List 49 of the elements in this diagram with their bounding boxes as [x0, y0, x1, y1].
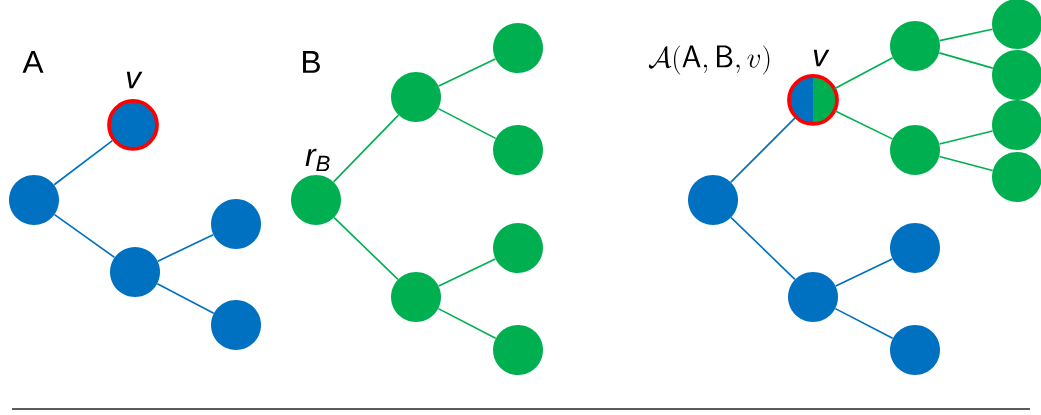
tree-node — [788, 272, 838, 322]
tree-edge — [437, 107, 497, 140]
tree-node — [992, 152, 1041, 202]
tree-node — [992, 100, 1041, 150]
tree-node — [9, 175, 59, 225]
tree-node — [890, 125, 940, 175]
tree-label: A — [22, 51, 44, 73]
tree-node — [211, 300, 261, 350]
tree-edge — [834, 307, 894, 340]
tree-edge — [53, 139, 114, 186]
tree-label: B — [303, 51, 320, 73]
tree-node — [493, 125, 543, 175]
tree-node — [890, 223, 940, 273]
tree-node — [890, 21, 940, 71]
tree-node — [493, 325, 543, 375]
tree-edge — [730, 116, 797, 183]
tree-node — [688, 175, 738, 225]
tree-label: $\mathcal{A}(\mathsf{A},\mathsf{B},v)$ — [648, 45, 770, 75]
tree-node — [992, 50, 1041, 100]
marked-node — [107, 99, 159, 151]
node-label: v — [126, 71, 143, 89]
tree-node — [291, 175, 341, 225]
tree-node — [391, 72, 441, 122]
tree-node — [493, 23, 543, 73]
tree-node — [890, 325, 940, 375]
tree-edge — [938, 52, 994, 69]
tree-edge — [332, 114, 400, 183]
tree-edge — [53, 213, 116, 259]
tree-edge — [938, 130, 994, 145]
tree-edge — [156, 282, 215, 315]
tree-edge — [333, 216, 399, 281]
tree-node — [992, 0, 1041, 49]
node-label: r$_{B}$ — [305, 148, 330, 172]
tree-edge — [938, 155, 994, 172]
node-label: v — [813, 49, 830, 67]
tree-edge — [834, 258, 894, 287]
split-node — [787, 74, 839, 126]
tree-edge — [833, 57, 894, 90]
tree-edge — [437, 258, 497, 287]
tree-edge — [437, 58, 497, 87]
tree-edge — [437, 307, 497, 340]
tree-edge — [157, 234, 215, 262]
tree-node — [211, 199, 261, 249]
tree-node — [110, 247, 160, 297]
tree-edge — [730, 216, 796, 281]
tree-edge — [938, 28, 994, 42]
tree-node — [493, 223, 543, 273]
tree-edge — [833, 109, 894, 140]
tree-node — [391, 272, 441, 322]
